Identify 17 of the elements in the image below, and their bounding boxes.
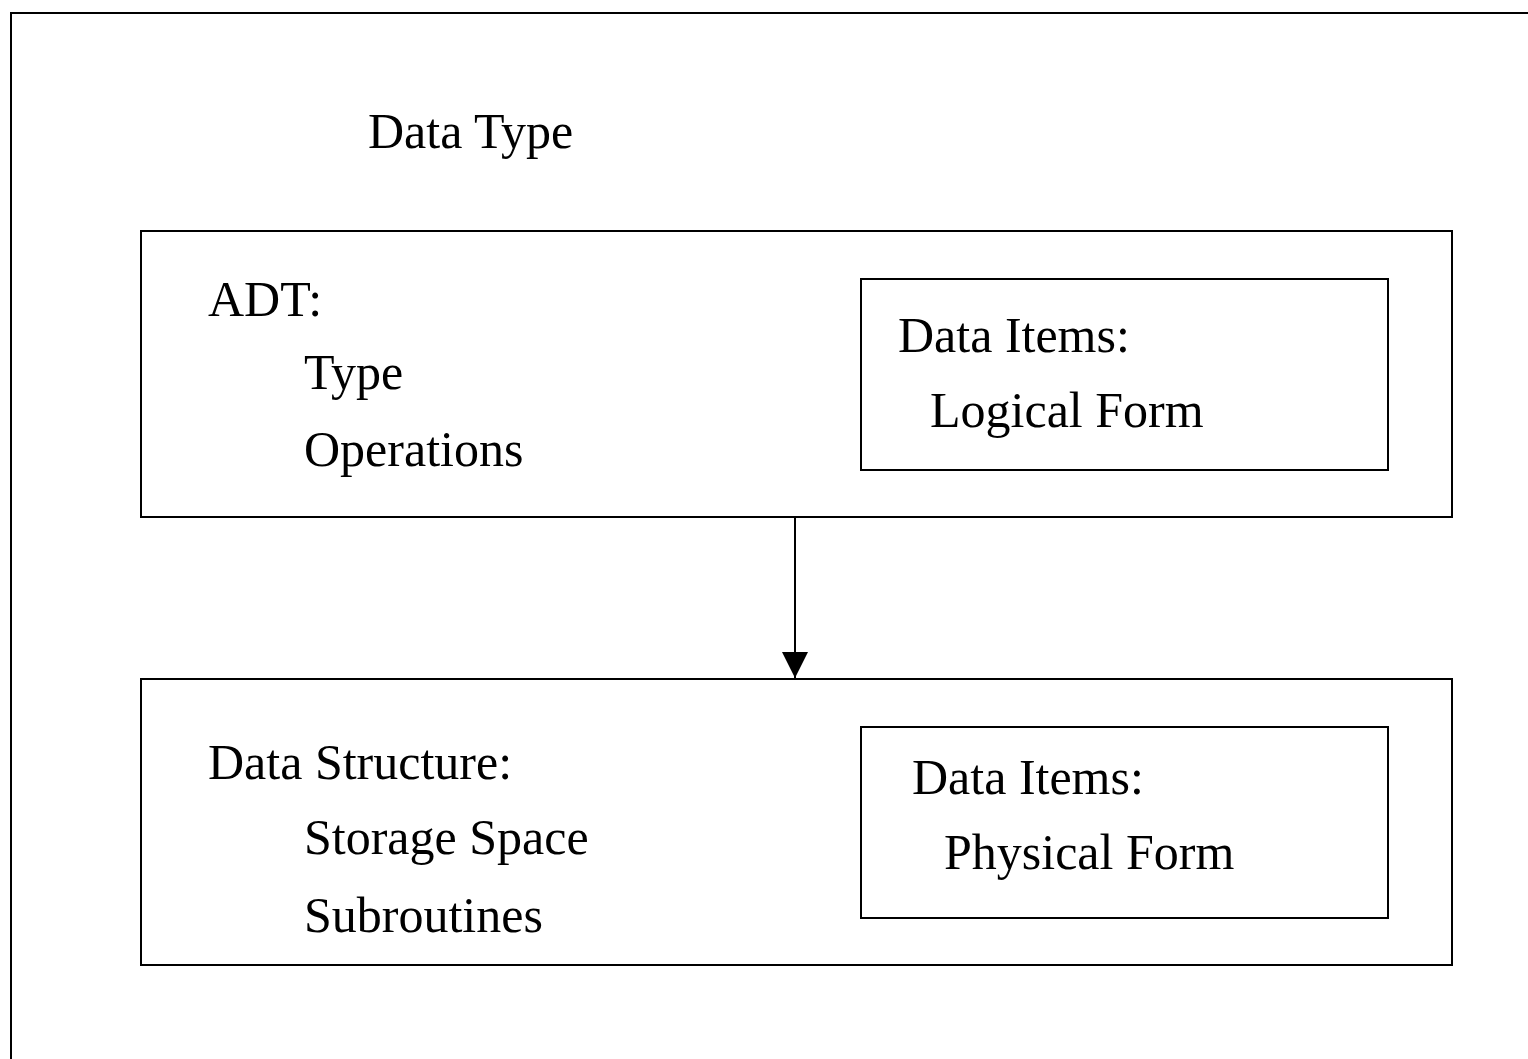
item-text: Operations [304,422,524,477]
outer-box [140,678,1453,966]
heading-text: Data Structure: [208,735,513,790]
item-text: Type [304,345,404,400]
item-text: Physical Form [944,825,1235,880]
title-text: Data Type [368,104,574,159]
frame [10,12,1528,1059]
heading-text: ADT: [208,272,323,327]
inner-box [860,726,1389,919]
item-text: Logical Form [930,383,1204,438]
item-text: Storage Space [304,810,589,865]
outer-box [140,230,1453,518]
heading-text: Data Items: [898,308,1130,363]
heading-text: Data Items: [912,750,1144,805]
item-text: Subroutines [304,888,543,943]
arrow [782,517,808,679]
inner-box [860,278,1389,471]
